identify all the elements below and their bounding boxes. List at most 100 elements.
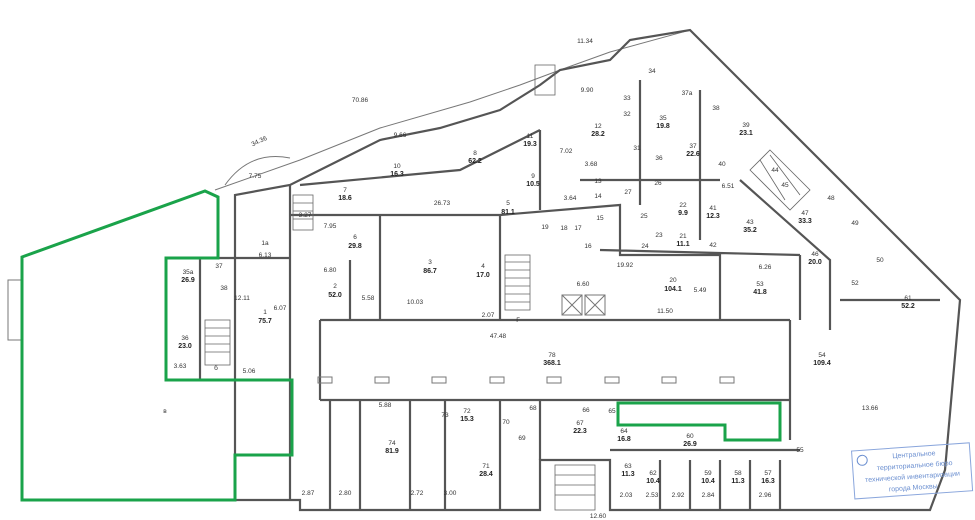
plan-label: 22.3 — [573, 428, 587, 435]
plan-shape — [851, 442, 974, 500]
plan-label: Центральное — [892, 450, 936, 460]
plan-label: 75.7 — [258, 318, 272, 325]
plan-label: 13 — [594, 178, 602, 185]
plan-label: 36 — [181, 335, 189, 342]
plan-label: 2.87 — [302, 490, 315, 497]
plan-label: 16.3 — [390, 171, 404, 178]
plan-label: 37a — [682, 90, 693, 97]
plan-label: 58 — [734, 470, 742, 477]
plan-label: 70.86 — [352, 97, 369, 104]
plan-label: 38 — [220, 285, 228, 292]
plan-label: 6.26 — [759, 264, 772, 271]
plan-label: 9.90 — [581, 87, 594, 94]
plan-shape — [534, 64, 556, 96]
plan-label: 5.06 — [243, 368, 256, 375]
plan-label: 5.49 — [694, 287, 707, 294]
plan-shape — [719, 376, 735, 384]
plan-label: 35a — [183, 269, 194, 276]
plan-label: 53 — [756, 281, 764, 288]
plan-label: 17.0 — [476, 272, 490, 279]
plan-label: 13.66 — [862, 405, 879, 412]
plan-shape — [204, 319, 231, 366]
plan-label: 86.7 — [423, 268, 437, 275]
plan-shape — [584, 294, 606, 316]
plan-label: 2.92 — [672, 492, 685, 499]
plan-label: 12 — [594, 123, 602, 130]
plan-label: 47 — [801, 210, 809, 217]
dimension-labels: 70.86 34.36 7.75 11.34 9.90 47.48 12.60 … — [174, 38, 879, 520]
plan-shape — [749, 149, 811, 211]
plan-label: 64 — [620, 428, 628, 435]
plan-label: 39 — [742, 122, 750, 129]
highlighted-area-south — [616, 401, 782, 442]
plan-label: 35.2 — [743, 227, 757, 234]
bti-stamp: Центральное территориальное бюро техниче… — [851, 442, 974, 500]
plan-shape — [561, 294, 583, 316]
room-9: 910.5 — [526, 173, 540, 188]
plan-label: 69 — [518, 435, 526, 442]
plan-label: 24 — [641, 243, 649, 250]
plan-shape — [554, 464, 596, 511]
plan-shape — [505, 261, 530, 303]
plan-label: 22.6 — [686, 151, 700, 158]
plan-label: 81.1 — [501, 209, 515, 216]
plan-label: 5.88 — [379, 402, 392, 409]
plan-label: 2.80 — [339, 490, 352, 497]
plan-shape — [604, 376, 620, 384]
plan-label: 15 — [596, 215, 604, 222]
room-7: 718.6 — [338, 187, 352, 202]
plan-label: 27 — [624, 189, 632, 196]
plan-label: 38 — [712, 105, 720, 112]
plan-shape — [205, 327, 230, 353]
plan-label: 11.1 — [676, 241, 689, 248]
plan-shape — [856, 454, 868, 466]
plan-label: 68 — [529, 405, 537, 412]
plan-label: 37 — [215, 263, 223, 270]
plan-label: 11.34 — [577, 38, 593, 45]
plan-label: 368.1 — [543, 360, 561, 367]
plan-label: 78 — [548, 352, 556, 359]
plan-label: 16 — [584, 243, 592, 250]
plan-label: 12.11 — [234, 295, 250, 302]
plan-shape — [561, 294, 583, 316]
plan-label: 65 — [608, 408, 616, 415]
room-4: 417.0 — [476, 263, 490, 279]
plan-label: 7 — [343, 187, 347, 194]
plan-label: Г — [516, 317, 520, 324]
plan-label: 5.58 — [362, 295, 375, 302]
plan-label: 14 — [594, 193, 602, 200]
plan-label: 26.73 — [434, 200, 451, 207]
plan-label: 28.4 — [479, 471, 493, 478]
corridor-windows — [317, 376, 735, 384]
plan-label: 21 — [679, 233, 687, 240]
plan-label: 20.0 — [808, 259, 822, 266]
left-annex — [7, 279, 23, 341]
plan-label: 1а — [261, 240, 269, 247]
plan-shape — [293, 202, 313, 220]
plan-label: 2.53 — [646, 492, 659, 499]
plan-shape — [504, 254, 531, 311]
plan-label: 70 — [502, 419, 510, 426]
plan-label: 11 — [527, 133, 534, 140]
plan-label: 31 — [633, 145, 641, 152]
plan-label: 6.07 — [274, 305, 287, 312]
plan-shape — [555, 474, 595, 496]
plan-label: 10.5 — [526, 181, 540, 188]
room-22: 229.9 — [678, 202, 688, 217]
plan-label: 33 — [623, 95, 631, 102]
plan-label: 2.72 — [411, 490, 424, 497]
plan-label: 19.8 — [656, 123, 670, 130]
